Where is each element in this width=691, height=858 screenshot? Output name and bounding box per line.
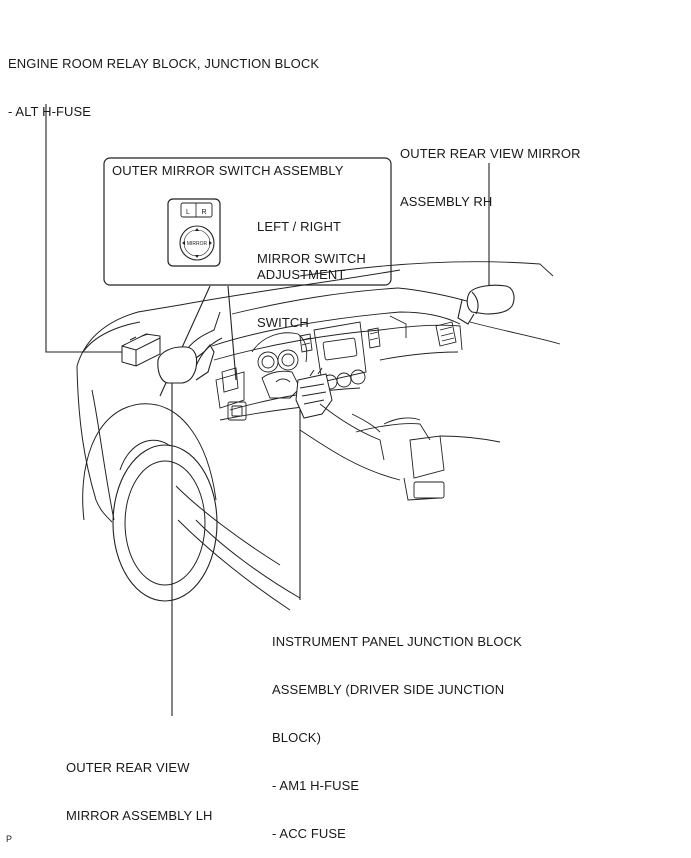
label-lr-switch-line-1: LEFT / RIGHT [257,219,342,234]
console-bin [413,481,445,499]
label-engine-room-line-2: - ALT H-FUSE [8,104,92,119]
r-key-glyph: R [201,209,206,216]
leader-engine-room [45,104,125,353]
windshield [231,261,561,345]
mirror-lh-shape [157,344,215,384]
front-tire [112,444,218,602]
label-mirror-rh: OUTER REAR VIEW MIRROR ASSEMBLY RH [400,114,581,226]
center-console [299,403,501,501]
label-ip-junction-line-3: BLOCK) [272,730,322,745]
corner-mark: P [6,834,12,844]
vent-left [221,367,239,393]
label-ip-junction-line-2: ASSEMBLY (DRIVER SIDE JUNCTION [272,682,505,697]
hvac-knob-3 [350,369,366,385]
label-mirror-lh-line-2: MIRROR ASSEMBLY LH [66,808,213,823]
car-body [76,269,401,611]
lr-switch-keys [180,202,213,218]
label-engine-room-line-1: ENGINE ROOM RELAY BLOCK, JUNCTION BLOCK [8,56,320,71]
mirror-rh-shape [457,284,515,325]
mirror-switch-knob [179,225,215,261]
label-lr-switch-line-2: ADJUSTMENT [257,267,346,282]
label-ip-junction-block: INSTRUMENT PANEL JUNCTION BLOCK ASSEMBLY… [272,602,522,858]
label-switch-assembly: OUTER MIRROR SWITCH ASSEMBLY [112,163,344,178]
label-ip-junction-line-4: - AM1 H-FUSE [272,778,360,793]
label-mirror-lh-line-1: OUTER REAR VIEW [66,760,190,775]
leader-switch-callout-right [227,285,237,381]
gauge-right [277,349,299,371]
mirror-key-glyph: MIRROR [187,241,208,247]
vent-right [435,321,457,347]
radio-unit [322,337,358,361]
label-mirror-rh-line-1: OUTER REAR VIEW MIRROR [400,146,581,161]
l-key-glyph: L [186,209,190,216]
vent-center-right [367,327,381,349]
engine-room-relay-block [121,333,161,367]
label-mirror-lh: OUTER REAR VIEW MIRROR ASSEMBLY LH [66,728,213,840]
label-mirror-rh-line-2: ASSEMBLY RH [400,194,493,209]
hvac-knob-2 [336,372,352,388]
gauge-left [257,351,279,373]
leader-lines [45,104,490,716]
switch-unit: L R MIRROR [167,198,221,267]
label-lr-adjustment-switch: LEFT / RIGHT ADJUSTMENT SWITCH [257,187,345,347]
vent-center-left [299,333,313,353]
label-mirror-switch: MIRROR SWITCH [257,251,366,266]
dashboard [211,311,463,421]
label-engine-room-relay-block: ENGINE ROOM RELAY BLOCK, JUNCTION BLOCK … [8,24,319,136]
ip-junction-block [295,367,333,419]
label-ip-junction-line-5: - ACC FUSE [272,826,346,841]
label-ip-junction-line-1: INSTRUMENT PANEL JUNCTION BLOCK [272,634,522,649]
label-lr-switch-line-3: SWITCH [257,315,309,330]
